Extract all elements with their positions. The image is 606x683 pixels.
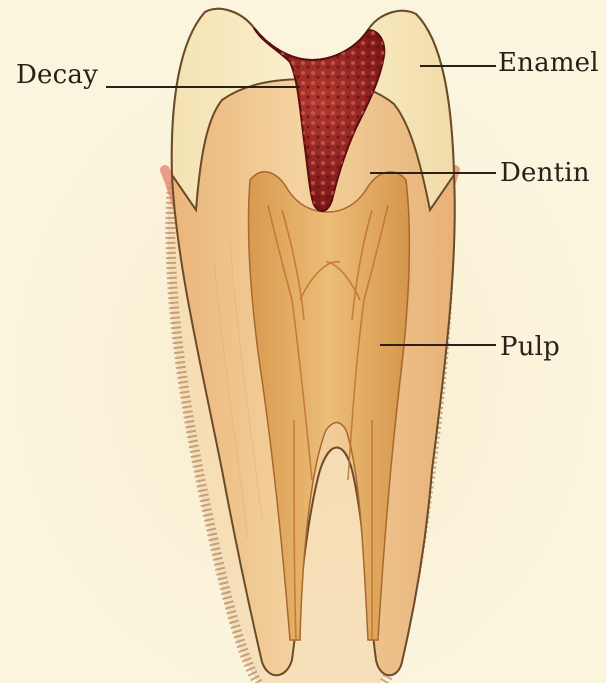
decay-label: Decay xyxy=(16,62,98,88)
dentin-label: Dentin xyxy=(500,160,590,186)
pulp-label: Pulp xyxy=(500,334,560,360)
enamel-label: Enamel xyxy=(498,50,599,76)
